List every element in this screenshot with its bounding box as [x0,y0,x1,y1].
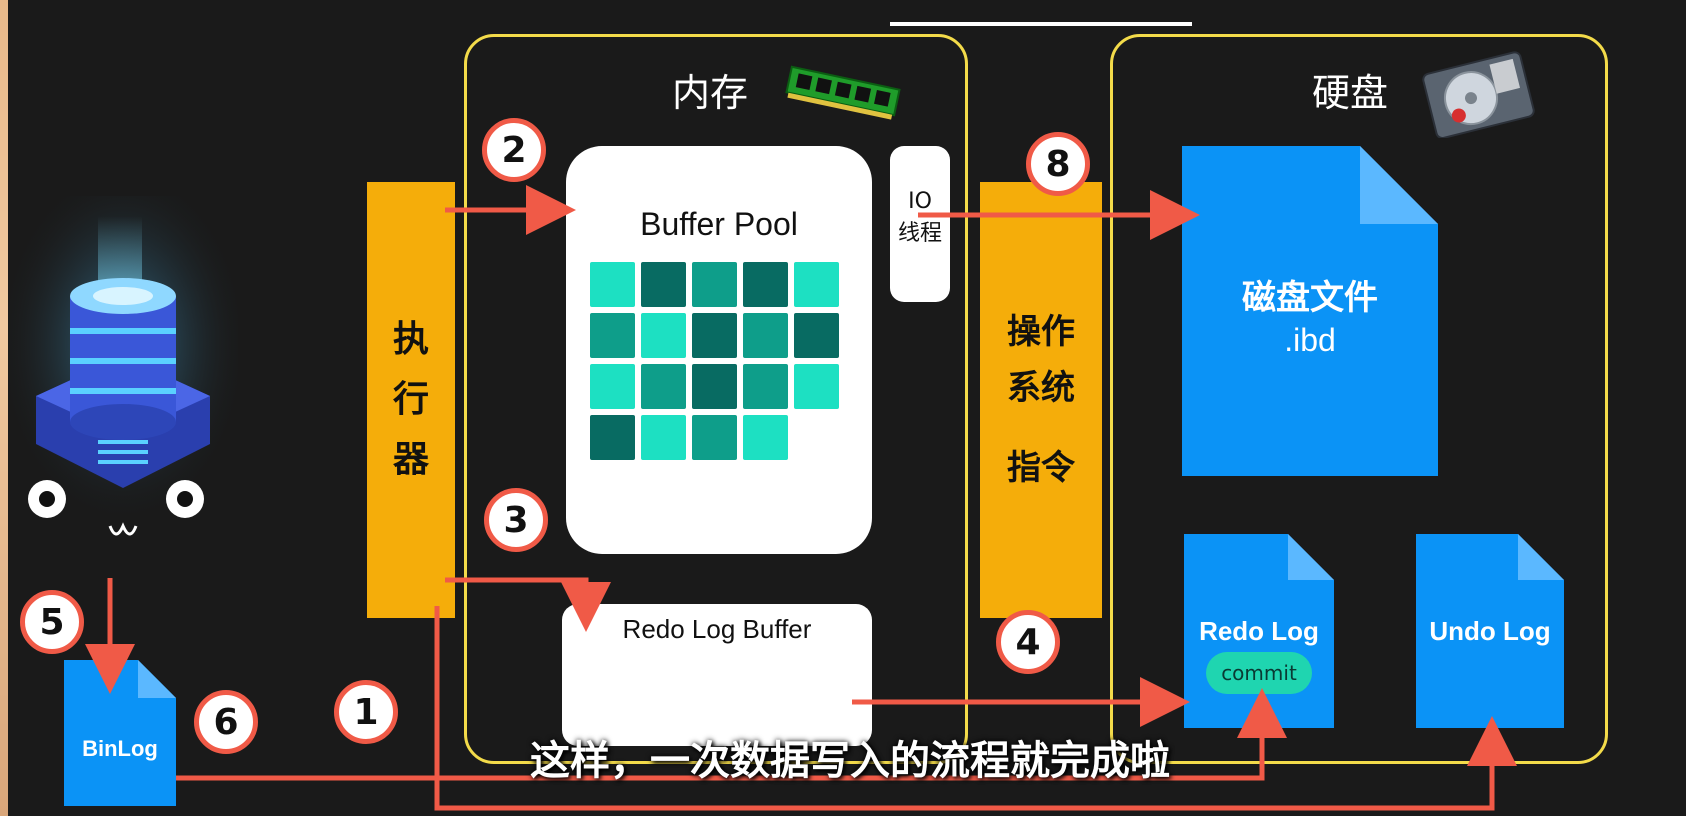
step-1-marker: 1 [334,680,398,744]
disk-file-ibd: 磁盘文件 .ibd [1182,146,1438,476]
buffer-page-cell [641,262,686,307]
redo-log-file: Redo Log commit [1184,534,1334,728]
redo-log-buffer-box: Redo Log Buffer [562,604,872,746]
undo-log-file: Undo Log [1416,534,1564,728]
buffer-page-cell [692,415,737,460]
executor-char: 执 [392,319,429,360]
ram-stick-icon [785,65,901,120]
subtitle-caption: 这样，一次数据写入的流程就完成啦 [530,738,1170,784]
buffer-page-cell [590,364,635,409]
buffer-pool-box: Buffer Pool [566,146,872,554]
memory-panel [464,34,968,764]
disk-title: 硬盘 [1312,71,1389,115]
buffer-page-cell [743,415,788,460]
title-underline [890,22,1192,26]
os-bar-line-3: 指令 [1007,448,1075,488]
os-instruction-bar: 操作 系统 指令 [980,182,1102,618]
buffer-page-cell [743,313,788,358]
buffer-page-cell [590,313,635,358]
io-thread-label-2: 线程 [897,221,942,246]
os-bar-line-1: 操作 [1007,312,1075,352]
step-2-marker: 2 [482,118,546,182]
buffer-page-cell [794,262,839,307]
binlog-file: BinLog [64,660,176,806]
step-4-marker: 4 [996,610,1060,674]
buffer-pool-title: Buffer Pool [640,206,798,242]
executor-char: 器 [392,439,429,480]
buffer-page-cell [692,364,737,409]
disk-panel [1110,34,1608,764]
buffer-page-cell [743,364,788,409]
buffer-page-cell [743,262,788,307]
buffer-page-cell [794,364,839,409]
buffer-page-cell [590,415,635,460]
buffer-page-cell [641,415,686,460]
buffer-page-cell [794,313,839,358]
executor-char: 行 [392,379,429,420]
buffer-page-cell [590,262,635,307]
buffer-page-cell [692,313,737,358]
redo-log-label: Redo Log [1199,616,1319,646]
step-5-marker: 5 [20,590,84,654]
io-thread-label-1: IO [908,189,932,214]
executor-bar: 执 行 器 [367,182,455,618]
right-eye [166,480,204,518]
buffer-page-cell [641,313,686,358]
left-eye [28,480,66,518]
hard-drive-icon [1422,51,1535,138]
arrow-executor-to-undo-log [434,606,1517,811]
arrow-binlog-to-commit [176,688,1287,781]
buffer-page-cell [641,364,686,409]
step-3-marker: 3 [484,488,548,552]
arrow-executor-to-redo-buffer [445,577,611,632]
step-6-marker: 6 [194,690,258,754]
buffer-page-cell [692,262,737,307]
disk-file-label-1: 磁盘文件 [1242,279,1378,317]
undo-log-label: Undo Log [1429,616,1551,646]
disk-file-label-2: .ibd [1284,322,1336,358]
io-thread-box: IO 线程 [890,146,950,302]
step-8-marker: 8 [1026,132,1090,196]
commit-badge: commit [1206,652,1312,694]
memory-title: 内存 [672,71,749,115]
database-server-icon [8,196,238,536]
redo-log-buffer-title: Redo Log Buffer [622,614,812,644]
left-edge-strip [0,0,8,816]
os-bar-line-2: 系统 [1007,368,1075,408]
binlog-label: BinLog [82,736,158,761]
